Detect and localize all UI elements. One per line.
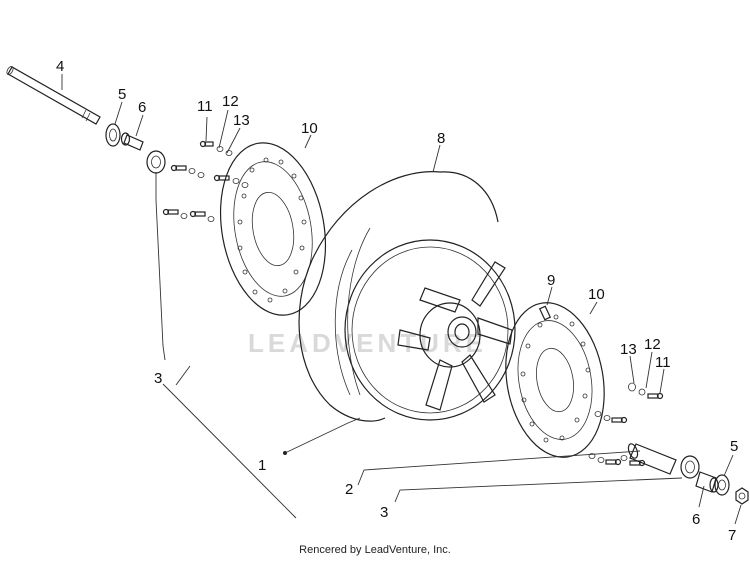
callout-kit-right-2: 2 [345, 481, 353, 498]
valve-part [538, 305, 552, 321]
left-disc-part [219, 142, 327, 316]
callout-washer-right: 12 [644, 336, 661, 353]
callout-kit-right-3: 3 [380, 504, 388, 521]
wheel-hub-part [397, 261, 513, 411]
callout-bearing-left: 6 [138, 99, 146, 116]
watermark-text: LEADVENTURE [248, 328, 487, 358]
callout-circlip-left: 13 [233, 112, 250, 129]
left-bolts-part [162, 140, 249, 222]
callout-tyre: 8 [437, 130, 445, 147]
kit-leaders [155, 172, 683, 519]
callout-circlip-right: 13 [620, 341, 637, 358]
callout-labels: 4 5 6 11 12 13 10 8 9 10 13 12 11 3 1 2 … [56, 58, 738, 544]
tyre-part [298, 171, 516, 422]
right-nut-part [735, 487, 749, 505]
callout-wheel-assembly: 1 [258, 457, 266, 474]
callout-bolt-left: 11 [197, 98, 213, 115]
right-spacer-part [714, 474, 730, 496]
callout-spacer-right: 5 [730, 438, 738, 455]
right-bearing-part [680, 455, 719, 493]
axle-part [6, 66, 101, 125]
right-spacer-sleeve-part [627, 443, 677, 475]
right-disc-part [505, 302, 605, 458]
credit-text: Rencered by LeadVenture, Inc. [299, 544, 451, 556]
callout-washer-left: 12 [222, 93, 239, 110]
callout-spacer-left: 5 [118, 86, 126, 103]
callout-axle: 4 [56, 58, 64, 75]
left-bearing-part [120, 132, 166, 174]
callout-disc-left: 10 [301, 120, 318, 137]
callout-kit-left-3: 3 [154, 370, 162, 387]
callout-bolt-right: 11 [655, 354, 671, 371]
callout-bearing-right: 6 [692, 511, 700, 528]
right-bolts-part [588, 382, 664, 467]
left-spacer-part [105, 123, 121, 147]
callout-disc-right: 10 [588, 286, 605, 303]
callout-valve: 9 [547, 272, 555, 289]
callout-nut-right: 7 [728, 527, 736, 544]
